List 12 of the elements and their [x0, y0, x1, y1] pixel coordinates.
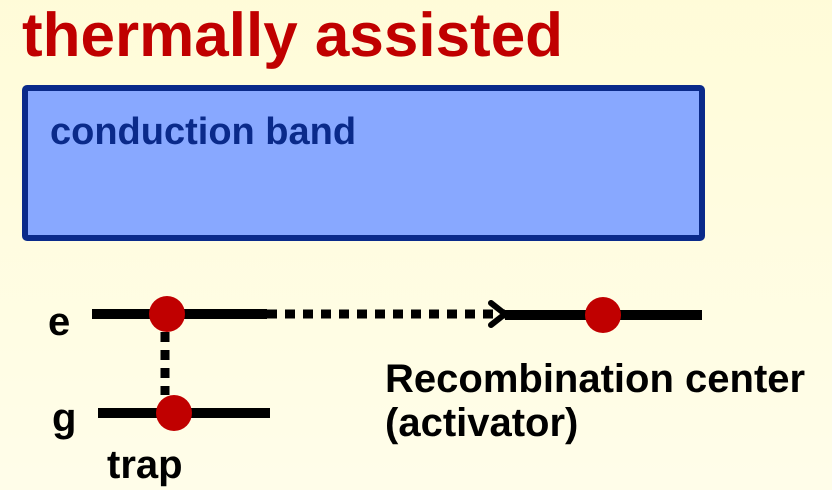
level-label: Recombination center (activator): [385, 357, 806, 445]
level-label: g: [52, 396, 78, 440]
level-label: trap: [107, 443, 184, 487]
connector-line: [160, 332, 170, 395]
band-label: conduction band: [50, 111, 356, 154]
energy-level: [98, 395, 270, 431]
band-box: [22, 85, 705, 241]
energy-level: [505, 297, 702, 333]
arrow: [267, 300, 508, 328]
energy-level: [92, 296, 267, 332]
title: thermally assisted: [22, 0, 564, 72]
level-label: e: [48, 300, 72, 344]
